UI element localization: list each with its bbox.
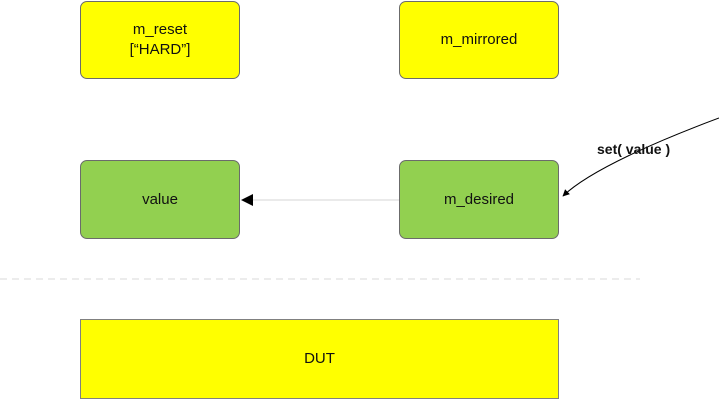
set-value-arrow: [562, 117, 719, 197]
m-reset-label: m_reset: [132, 21, 188, 38]
set-value-edge-label: set( value ): [597, 141, 671, 157]
m-desired-node: m_desired: [399, 160, 559, 239]
m-mirrored-label: m_mirrored: [440, 31, 518, 48]
m-reset-kind-label: [“HARD”]: [129, 41, 191, 58]
value-label: value: [142, 190, 178, 208]
value-node: value: [80, 160, 240, 239]
m-desired-label: m_desired: [443, 190, 515, 208]
dut-label: DUT: [304, 350, 335, 367]
m-mirrored-node: m_mirrored: [399, 1, 559, 79]
m-reset-node: m_reset [“HARD”]: [80, 1, 240, 79]
desired-to-value-arrowhead: [241, 194, 253, 206]
dut-node: DUT: [80, 319, 559, 399]
